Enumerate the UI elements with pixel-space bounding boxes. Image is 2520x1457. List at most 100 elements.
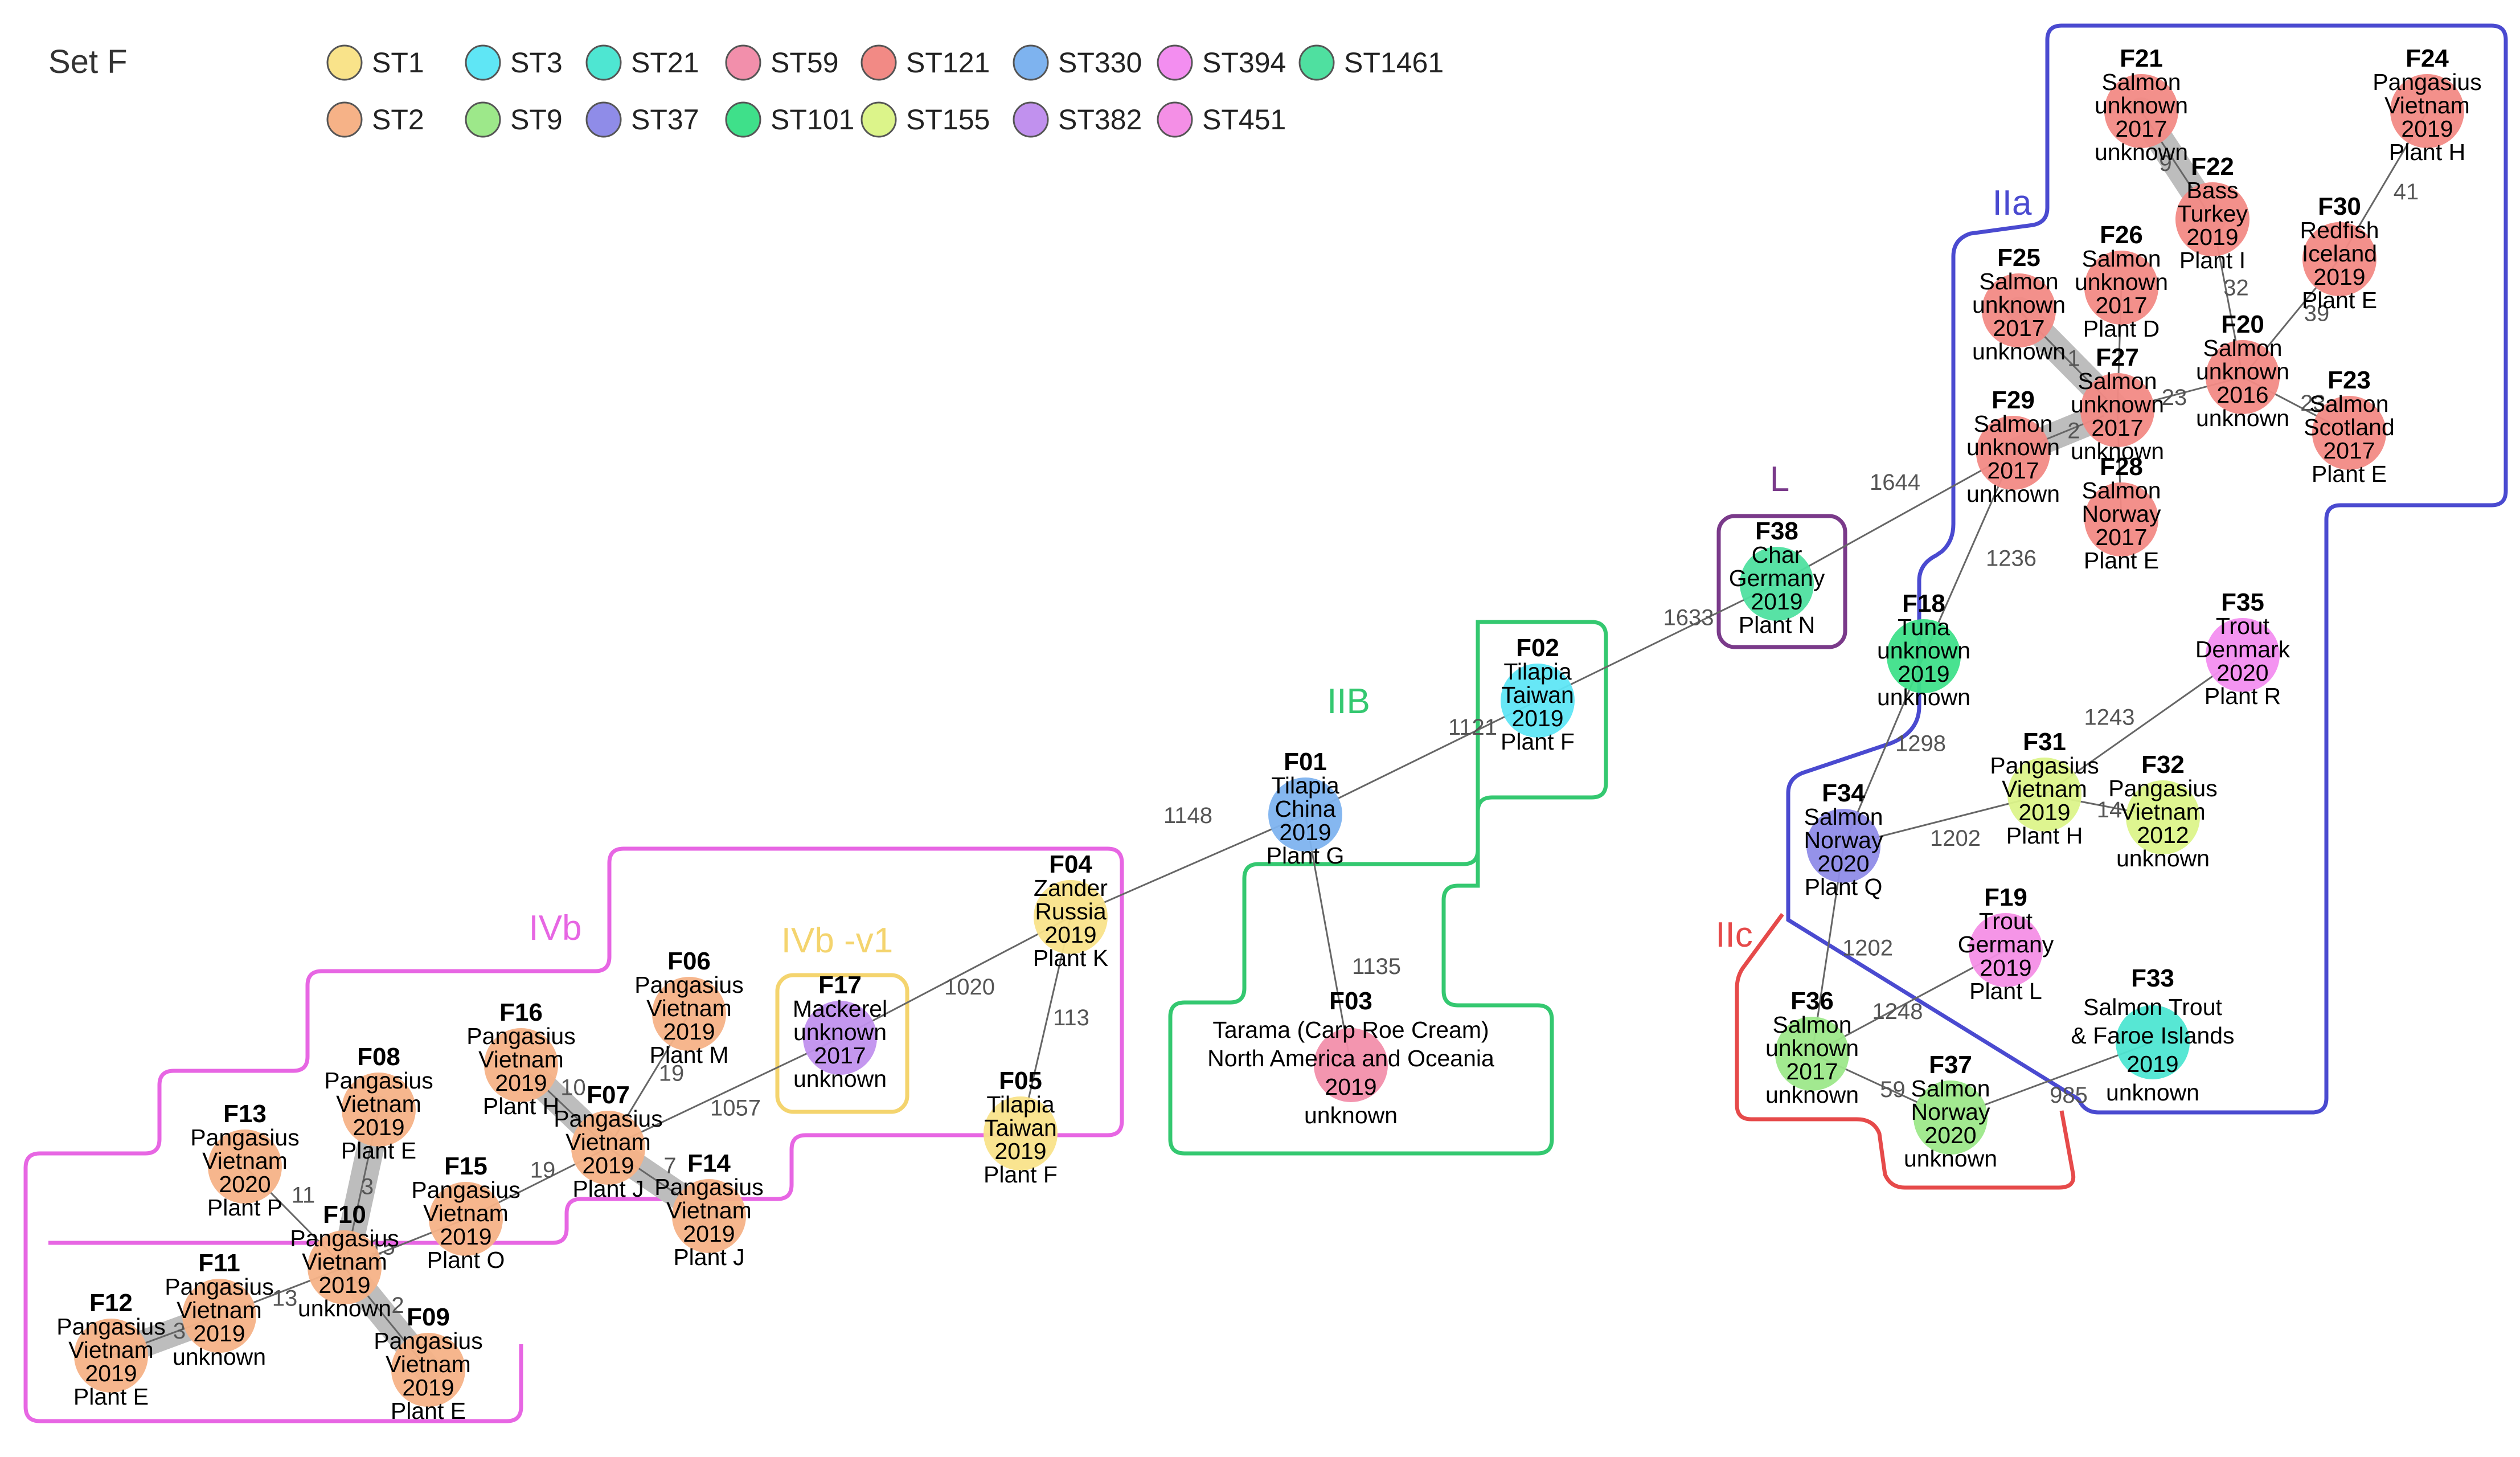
edge-distance-label: 1236 [1986,546,2037,571]
node-id-label: F34 [1822,779,1865,807]
node-attribute-line: & Faroe Islands [2071,1022,2234,1049]
node-circle [1034,880,1108,954]
node-attribute-line: Pangasius [56,1313,165,1340]
node-id-label: F32 [2141,751,2185,779]
node-attribute-line: Char [1752,542,1802,568]
edge-line [1305,699,1538,816]
node-attribute-line: unknown [793,1019,887,1045]
node-attribute-line: 2019 [582,1152,634,1178]
node-circle [2206,618,2280,692]
node-attribute-line: Plant L [1969,978,2042,1004]
legend-swatch [585,44,622,81]
edge-line [1070,813,1306,918]
legend-item: ST330 [1013,44,1142,81]
node-circle [2390,74,2464,148]
node-attribute-line: Plant E [2312,461,2387,487]
edge-F02-F38: 1633 [1537,583,1777,702]
legend-label: ST3 [510,47,563,79]
legend-item: ST451 [1157,101,1286,138]
node-id-label: F29 [1992,386,2035,414]
node-id-label: F03 [1329,987,1372,1015]
legend-label: ST330 [1058,47,1142,79]
legend-label: ST9 [510,104,563,136]
node-attribute-line: Vietnam [2120,799,2206,825]
node-attribute-line: unknown [1966,481,2060,507]
node-attribute-line: 2017 [1786,1058,1838,1084]
node-circle [1976,416,2050,490]
node-attribute-line: Pangasius [324,1067,433,1094]
node-attribute-line: Salmon [2309,391,2388,417]
node-circle [984,1096,1058,1170]
edge-line [2044,654,2243,796]
node-attribute-line: Plant J [572,1176,644,1202]
node-id-label: F04 [1049,850,1092,878]
node-attribute-line: Vietnam [202,1148,288,1174]
node-attribute-line: 2019 [1898,661,1949,687]
node-id-label: F36 [1790,987,1834,1015]
node-circle [1268,777,1342,852]
node-attribute-line: Vietnam [386,1351,471,1377]
legend-swatch [465,101,501,138]
legend-swatch [326,101,363,138]
node-circle [1806,809,1880,883]
node-id-label: F11 [198,1249,240,1277]
edge-distance-label: 3 [361,1174,374,1200]
node-attribute-line: Pangasius [190,1124,299,1151]
node-attribute-line: unknown [2106,1079,2199,1106]
node-attribute-line: Scotland [2304,414,2395,440]
cluster-label-IVb-v1: IVb -v1 [781,921,893,960]
edge-distance-label: 11 [292,1183,315,1208]
node-attribute-line: Plant F [1501,728,1575,755]
node-attribute-line: Salmon [1979,268,2058,294]
node-id-label: F23 [2328,366,2371,394]
node-circle [342,1073,416,1147]
node-circle [2104,74,2178,148]
edge-distance-label: 2 [2067,419,2080,444]
node-id-label: F05 [999,1067,1042,1095]
node-attribute-line: Plant K [1033,945,1108,971]
legend-swatch [1298,44,1335,81]
node-attribute-line: Turkey [2177,200,2248,227]
edge-F38-F29: 1644 [1776,452,2014,585]
node-circle [652,977,726,1051]
node-attribute-line: Pangasius [654,1174,763,1200]
node-attribute-line: 2019 [2401,116,2453,142]
edge-distance-label: 32 [2223,276,2249,301]
node-circle [2126,780,2200,854]
node-attribute-line: 2017 [1987,457,2039,484]
node-attribute-line: Salmon Trout [2083,994,2222,1020]
legend-swatch [861,44,897,81]
edge-distance-label: 2 [391,1293,404,1318]
node-attribute-line: Salmon [2203,335,2282,361]
node-attribute-line: Pangasius [634,972,743,998]
node-attribute-line: Pangasius [290,1225,399,1251]
node-attribute-line: unknown [1904,1145,1997,1172]
node-id-label: F08 [357,1043,400,1071]
node-id-label: F14 [687,1149,731,1177]
node-attribute-line: Salmon [2081,477,2161,504]
node-circle [1740,547,1814,621]
cluster-outline-IVb-v1 [775,973,909,1114]
edge-F01-F02: 1121 [1305,699,1538,816]
cluster-outline-IIa [1786,23,2508,1115]
node-id-label: F02 [1516,634,1559,662]
legend-item: ST37 [585,101,699,138]
node-attribute-line: Redfish [2300,217,2379,243]
node-attribute-line: 2019 [495,1070,547,1096]
